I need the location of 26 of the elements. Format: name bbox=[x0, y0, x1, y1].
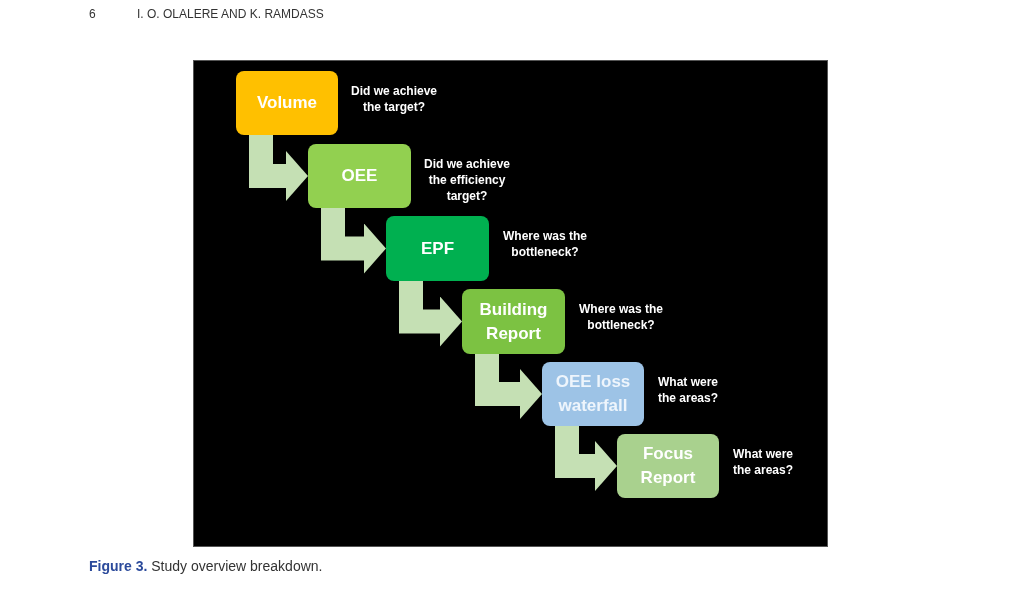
bent-arrow bbox=[555, 426, 617, 491]
process-box bbox=[386, 216, 489, 281]
question-text: Did we achieve the target? bbox=[349, 83, 438, 115]
question-text: What were the areas? bbox=[732, 446, 794, 478]
process-box bbox=[462, 289, 565, 354]
box-label: Volume bbox=[256, 92, 318, 114]
figure-caption: Figure 3. Study overview breakdown. bbox=[89, 557, 323, 576]
box-label: Focus Report bbox=[639, 443, 697, 489]
bent-arrow bbox=[399, 281, 462, 347]
process-box bbox=[542, 362, 644, 426]
process-box bbox=[236, 71, 338, 135]
bent-arrow bbox=[321, 208, 386, 274]
question-text: Where was the bottleneck? bbox=[578, 301, 664, 333]
question-text: What were the areas? bbox=[657, 374, 719, 406]
box-label: OEE loss waterfall bbox=[554, 371, 632, 417]
box-label: Building Report bbox=[478, 298, 549, 345]
process-box bbox=[308, 144, 411, 208]
page-number: 6 bbox=[89, 6, 96, 23]
box-label: OEE bbox=[341, 165, 378, 187]
bent-arrow bbox=[475, 354, 542, 419]
process-box bbox=[617, 434, 719, 498]
bent-arrow bbox=[249, 135, 308, 201]
running-header: I. O. OLALERE AND K. RAMDASS bbox=[137, 6, 324, 23]
box-label: EPF bbox=[420, 237, 455, 260]
question-text: Did we achieve the efficiency target? bbox=[422, 156, 511, 204]
question-text: Where was the bottleneck? bbox=[502, 228, 588, 260]
